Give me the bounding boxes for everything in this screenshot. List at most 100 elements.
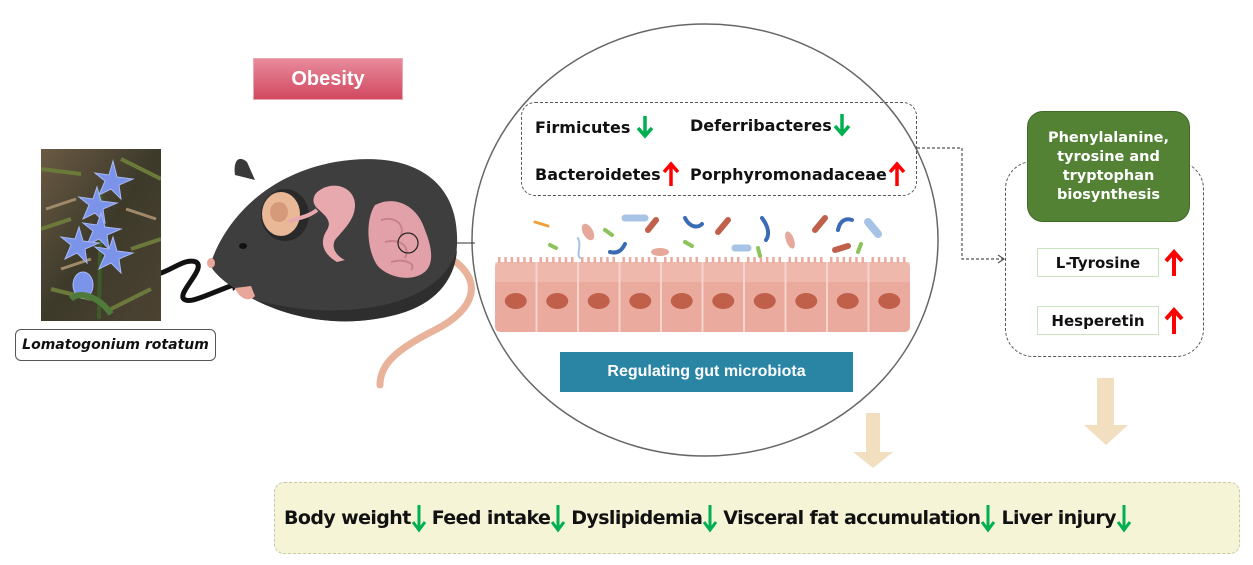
- microvillus: [564, 257, 568, 263]
- cell-nucleus: [753, 293, 776, 309]
- microvillus: [903, 257, 906, 263]
- up-arrow-icon: [1164, 248, 1184, 276]
- cell-nucleus: [836, 293, 859, 309]
- gut-epithelium-microbes-icon: [495, 214, 910, 332]
- microvillus: [705, 257, 708, 263]
- microvillus: [711, 257, 715, 263]
- outcome-item: Body weight: [284, 503, 427, 533]
- bacteria-item: Deferribacteres: [690, 112, 851, 138]
- microvillus: [612, 257, 615, 263]
- microvillus: [539, 257, 542, 263]
- outcome-item: Feed intake: [432, 503, 567, 533]
- pathway-title-line: tyrosine and: [1057, 148, 1160, 165]
- metabolite-hesperetin: Hesperetin: [1037, 306, 1159, 335]
- microvillus: [498, 257, 501, 263]
- microvillus: [571, 257, 574, 263]
- bacteria-name: Porphyromonadaceae: [690, 164, 887, 184]
- down-arrow-icon: [981, 505, 996, 533]
- bacteria-item: Bacteroidetes: [535, 160, 680, 188]
- microvillus: [654, 257, 657, 263]
- microvillus: [747, 257, 750, 263]
- cell-nucleus: [712, 293, 735, 309]
- bacteria-item: Firmicutes: [535, 114, 654, 140]
- pathway-title-line: biosynthesis: [1056, 186, 1161, 203]
- microvillus: [830, 257, 833, 263]
- microvillus: [855, 257, 858, 263]
- microvillus: [884, 257, 887, 263]
- microvillus: [820, 257, 823, 263]
- microvillus: [807, 257, 810, 263]
- down-arrow-icon: [551, 505, 566, 533]
- microvillus: [861, 257, 864, 263]
- microvillus: [587, 257, 590, 263]
- outcome-name: Body weight: [284, 507, 411, 529]
- microvillus: [670, 257, 673, 263]
- microvillus: [759, 257, 763, 263]
- regulating-gut-microbiota-label: Regulating gut microbiota: [560, 352, 853, 392]
- microvillus: [689, 257, 692, 263]
- microvillus: [788, 257, 791, 263]
- microvillus: [890, 257, 893, 263]
- outcome-name: Dyslipidemia: [571, 507, 703, 529]
- cell-nucleus: [546, 293, 569, 309]
- up-arrow-icon: [888, 161, 906, 186]
- microvillus: [504, 257, 507, 263]
- plant-photo: [41, 149, 161, 321]
- up-arrow-icon: [1164, 306, 1184, 334]
- microvillus: [676, 257, 680, 263]
- microvillus: [523, 257, 526, 263]
- down-arrow-icon: [637, 116, 654, 139]
- microvillus: [765, 257, 769, 263]
- obese-mouse-icon: [207, 158, 475, 389]
- microvillus: [737, 257, 740, 263]
- cell-nucleus: [795, 293, 818, 309]
- pathway-connector-arrowhead: [997, 254, 1006, 264]
- pathway-title: Phenylalanine, tyrosine and tryptophan b…: [1027, 111, 1190, 222]
- flow-arrow-left-icon: [853, 413, 893, 468]
- microvillus: [635, 257, 638, 263]
- microvillus: [664, 257, 667, 263]
- microvillus: [606, 257, 609, 263]
- microvillus: [730, 257, 734, 263]
- plant-name-label: Lomatogonium rotatum: [15, 329, 216, 361]
- microvillus: [877, 257, 881, 263]
- microvillus: [593, 257, 597, 263]
- microvillus: [695, 257, 698, 263]
- outcome-name: Visceral fat accumulation: [723, 507, 981, 529]
- microvillus: [794, 257, 798, 263]
- microvillus: [813, 257, 817, 263]
- microvillus: [545, 257, 549, 263]
- pathway-title-line: Phenylalanine,: [1047, 129, 1170, 146]
- microvillus: [772, 257, 775, 263]
- microvillus: [724, 257, 727, 263]
- outcomes-panel: Body weight Feed intake Dyslipidemia Vis…: [274, 482, 1240, 554]
- microvillus: [628, 257, 632, 263]
- microvillus: [599, 257, 603, 263]
- microvillus: [848, 257, 852, 263]
- microvillus: [682, 257, 686, 263]
- outcome-item: Dyslipidemia: [571, 503, 718, 533]
- down-arrow-icon: [703, 505, 718, 533]
- microvillus: [516, 257, 520, 263]
- bacteria-findings-box: [521, 102, 917, 196]
- microvillus: [641, 257, 644, 263]
- down-arrow-icon: [1116, 505, 1132, 533]
- pathway-title-line: tryptophan: [1062, 167, 1155, 184]
- up-arrow-icon: [662, 161, 679, 186]
- cell-nucleus: [670, 293, 693, 309]
- microvillus: [871, 257, 874, 263]
- blue-flower-photo-icon: [41, 149, 161, 321]
- outcome-name: Liver injury: [1001, 507, 1116, 529]
- microvillus: [558, 257, 561, 263]
- microvillus: [842, 257, 846, 263]
- bacteria-name: Firmicutes: [535, 117, 631, 137]
- microvillus: [510, 257, 514, 263]
- cell-nucleus: [587, 293, 610, 309]
- microbes: [533, 214, 882, 259]
- microvillus: [581, 257, 584, 263]
- bacteria-name: Bacteroidetes: [535, 164, 661, 184]
- pathway-connector: [917, 147, 1003, 260]
- microvillus: [896, 257, 900, 263]
- down-arrow-icon: [411, 505, 426, 533]
- magnified-gut-circle: [471, 23, 939, 457]
